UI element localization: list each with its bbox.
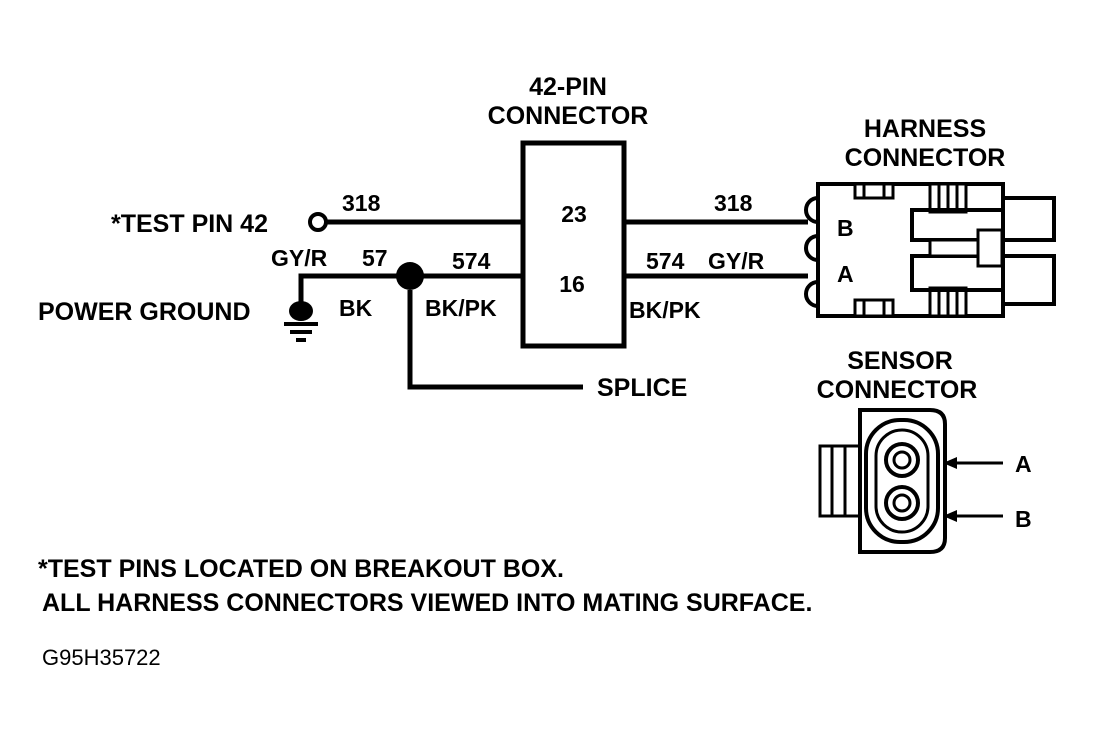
wire-splice-lead (407, 290, 583, 390)
harness-connector-title-1: HARNESS (864, 115, 986, 143)
sensor-connector-tab (818, 444, 862, 518)
connector-42pin-pin-16: 16 (559, 271, 585, 297)
connector-42pin: 42-PIN CONNECTOR 23 16 (488, 73, 649, 349)
wire-57-ground (298, 273, 410, 303)
sensor-connector-title-2: CONNECTOR (817, 376, 978, 404)
bkpk-right-label: BK/PK (629, 297, 701, 323)
sensor-pointer-a: A (1015, 451, 1032, 477)
splice-node-icon (396, 262, 424, 290)
note-line-2: ALL HARNESS CONNECTORS VIEWED INTO MATIN… (42, 589, 812, 617)
connector-42pin-body (520, 140, 627, 349)
harness-connector: HARNESS CONNECTOR B (804, 115, 1056, 318)
ground-icon (284, 301, 318, 342)
connector-42pin-pin-23: 23 (561, 201, 587, 227)
test-pin-label: *TEST PIN 42 (111, 210, 268, 238)
harness-pin-b: B (837, 215, 854, 241)
bkpk-left-label: BK/PK (425, 295, 497, 321)
harness-connector-title-2: CONNECTOR (845, 144, 1006, 172)
splice-label: SPLICE (597, 374, 687, 402)
right-circuit: 318 574 GY/R BK/PK (624, 190, 808, 323)
sensor-connector-title-1: SENSOR (847, 347, 953, 375)
connector-42pin-title-1: 42-PIN (529, 73, 607, 101)
note-line-1: *TEST PINS LOCATED ON BREAKOUT BOX. (38, 555, 564, 583)
harness-pin-a: A (837, 261, 854, 287)
figure-code: G95H35722 (42, 645, 161, 670)
power-ground-label: POWER GROUND (38, 298, 251, 326)
wire-color-gyr-right: GY/R (708, 248, 765, 274)
wire-574-right-label: 574 (646, 248, 685, 274)
wire-color-gyr-left: GY/R (271, 245, 328, 271)
sensor-connector: SENSOR CONNECTOR A B (817, 347, 1032, 554)
wire-574-left-label: 574 (452, 248, 491, 274)
left-circuit: *TEST PIN 42 318 SPLICE POWER GROUND GY/… (38, 190, 687, 402)
connector-42pin-title-2: CONNECTOR (488, 102, 649, 130)
sensor-connector-body (858, 408, 947, 554)
circuit-57-label: 57 (362, 245, 388, 271)
sensor-pointer-b: B (1015, 506, 1032, 532)
wire-318-right-label: 318 (714, 190, 753, 216)
test-pin-terminal-icon (308, 212, 328, 232)
wire-318-left-label: 318 (342, 190, 381, 216)
color-bk-label: BK (339, 295, 373, 321)
